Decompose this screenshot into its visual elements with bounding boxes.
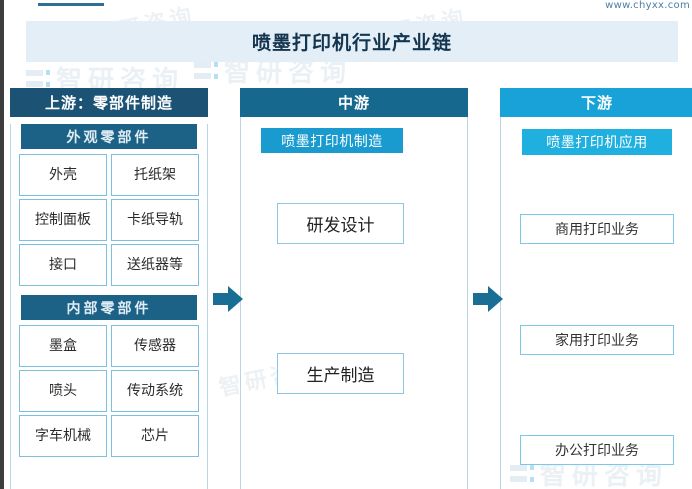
part-cell[interactable]: 控制面板 [19, 199, 107, 241]
part-cell[interactable]: 芯片 [111, 415, 199, 457]
section-header-exterior-parts: 外观零部件 [21, 124, 197, 149]
part-cell[interactable]: 送纸器等 [111, 244, 199, 286]
column-upstream-header: 上游：零部件制造 [10, 88, 208, 117]
downstream-item[interactable]: 家用打印业务 [520, 325, 674, 355]
brand-mark-icon [194, 59, 218, 82]
part-cell[interactable]: 传动系统 [111, 370, 199, 412]
downstream-item[interactable]: 办公打印业务 [520, 435, 674, 465]
site-url: www.chyxx.com [605, 0, 690, 11]
top-divider [38, 3, 104, 6]
part-cell[interactable]: 接口 [19, 244, 107, 286]
page-title: 喷墨打印机行业产业链 [26, 21, 678, 62]
section-grid-exterior-parts: 外壳 托纸架 控制面板 卡纸导轨 接口 送纸器等 [19, 154, 199, 286]
section-header-internal-parts: 内部零部件 [21, 295, 197, 320]
part-cell[interactable]: 喷头 [19, 370, 107, 412]
column-upstream: 上游：零部件制造 外观零部件 外壳 托纸架 控制面板 卡纸导轨 接口 送纸器等 … [10, 88, 208, 489]
part-cell[interactable]: 字车机械 [19, 415, 107, 457]
section-grid-internal-parts: 墨盒 传感器 喷头 传动系统 字车机械 芯片 [19, 325, 199, 457]
column-downstream-header: 下游 [500, 88, 692, 117]
midstream-item[interactable]: 研发设计 [277, 203, 404, 244]
column-upstream-body: 外观零部件 外壳 托纸架 控制面板 卡纸导轨 接口 送纸器等 内部零部件 墨盒 … [10, 124, 208, 489]
midstream-tag: 喷墨打印机制造 [261, 128, 403, 153]
downstream-tag: 喷墨打印机应用 [522, 129, 672, 155]
part-cell[interactable]: 卡纸导轨 [111, 199, 199, 241]
arrow-right-icon [211, 282, 245, 316]
column-midstream: 中游 喷墨打印机制造 研发设计 生产制造 [240, 88, 468, 489]
part-cell[interactable]: 墨盒 [19, 325, 107, 367]
page-title-text: 喷墨打印机行业产业链 [251, 32, 452, 54]
part-cell[interactable]: 传感器 [111, 325, 199, 367]
column-midstream-body: 喷墨打印机制造 研发设计 生产制造 [240, 117, 468, 489]
part-cell[interactable]: 托纸架 [111, 154, 199, 196]
brand-mark-icon [26, 67, 50, 90]
arrow-right-icon [471, 282, 505, 316]
midstream-item[interactable]: 生产制造 [277, 353, 404, 394]
downstream-item[interactable]: 商用打印业务 [520, 214, 674, 244]
column-downstream-body: 喷墨打印机应用 商用打印业务 家用打印业务 办公打印业务 [500, 117, 692, 489]
column-downstream: 下游 喷墨打印机应用 商用打印业务 家用打印业务 办公打印业务 [500, 88, 692, 489]
part-cell[interactable]: 外壳 [19, 154, 107, 196]
column-midstream-header: 中游 [240, 88, 468, 117]
